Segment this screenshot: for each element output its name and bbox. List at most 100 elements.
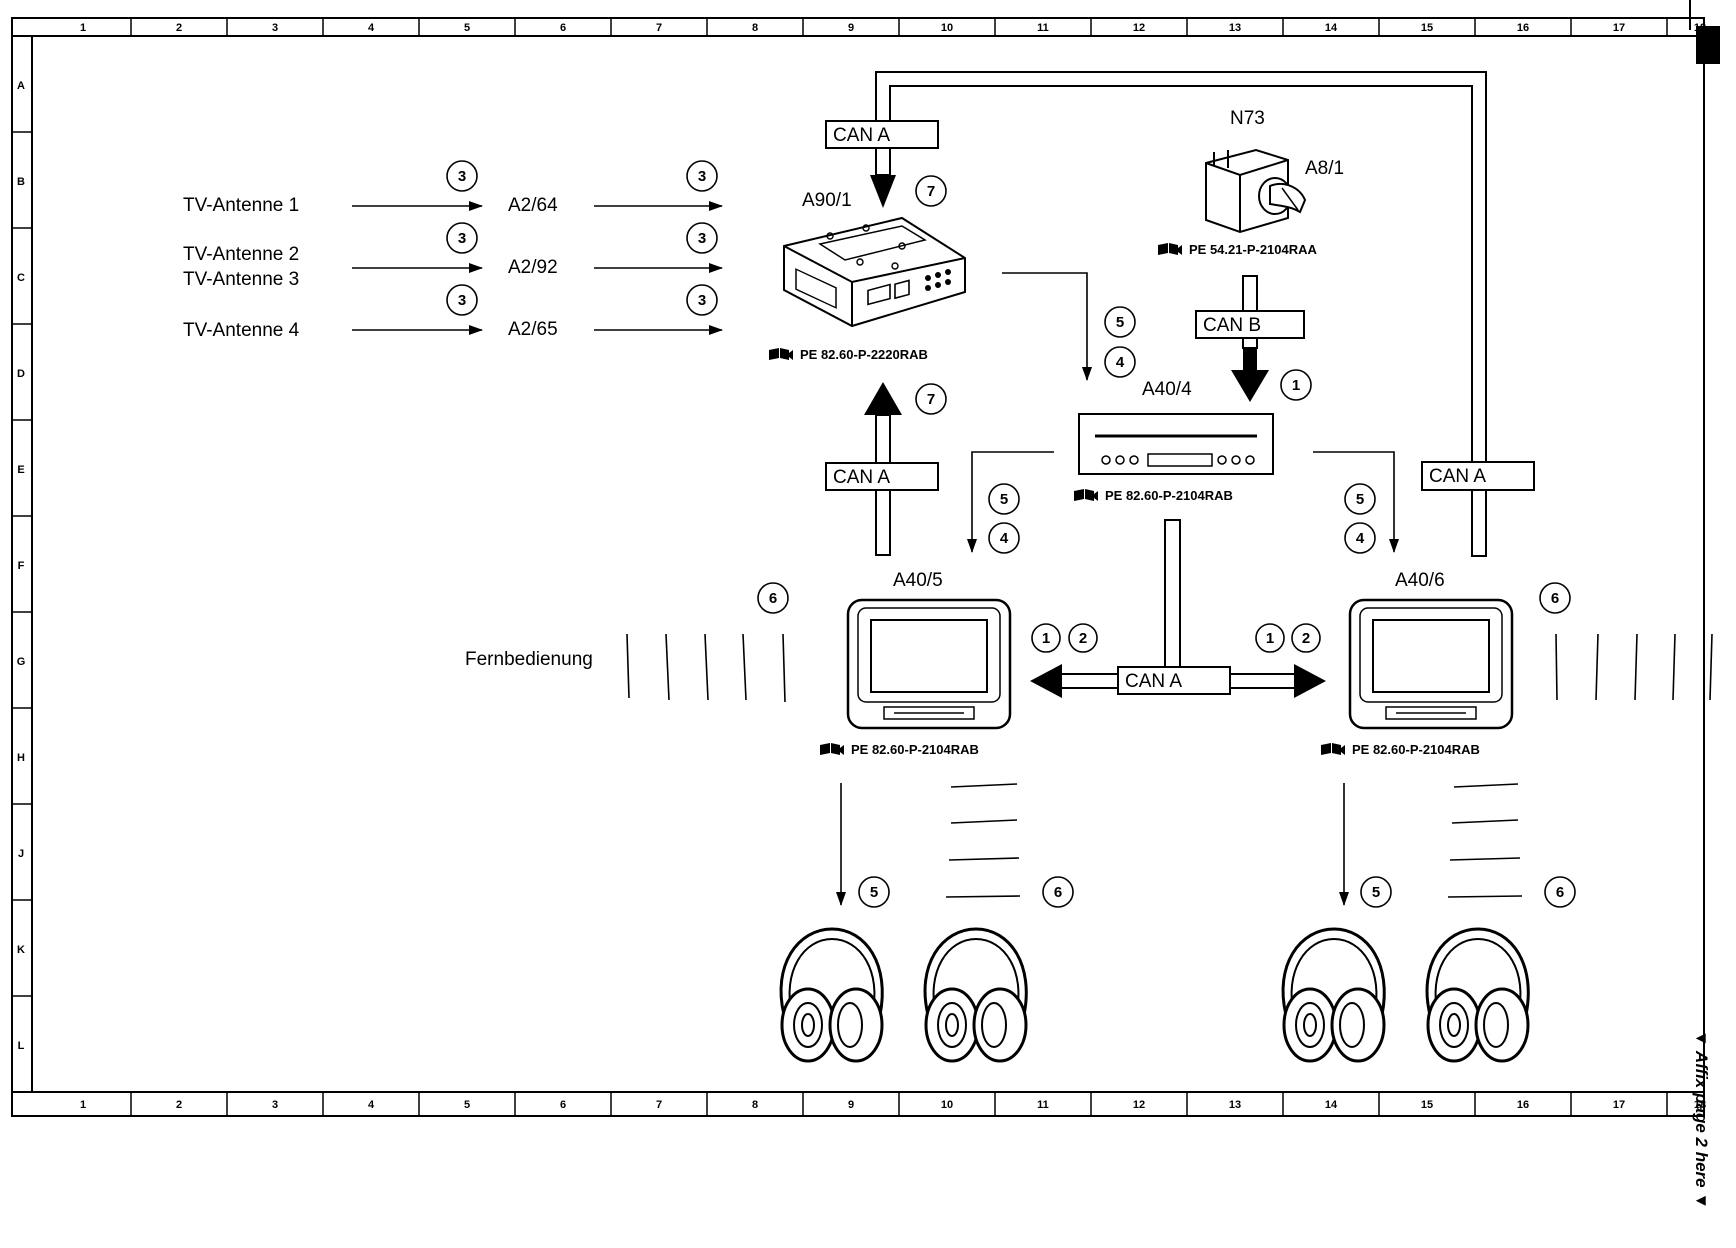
svg-text:2: 2 bbox=[1079, 630, 1087, 647]
can-a-label: CAN A bbox=[1429, 466, 1486, 487]
headphones-icon bbox=[1281, 927, 1386, 1063]
svg-text:7: 7 bbox=[927, 183, 935, 200]
can-a-top-bus: CAN A CAN A bbox=[825, 71, 1535, 557]
a404-dvd-player: A40/4 PE 82.60-P-2104RAB bbox=[1074, 379, 1274, 503]
row-label: H bbox=[17, 752, 25, 764]
marker-6: 6 bbox=[1042, 876, 1074, 908]
row-label: B bbox=[17, 176, 25, 188]
marker-5: 5 bbox=[1104, 306, 1136, 338]
n73-reference: PE 54.21-P-2104RAA bbox=[1189, 242, 1318, 257]
svg-text:6: 6 bbox=[1054, 884, 1062, 901]
svg-text:5: 5 bbox=[1116, 314, 1124, 331]
marker-2: 2 bbox=[1291, 623, 1321, 653]
col-label: 13 bbox=[1229, 1099, 1241, 1111]
marker-3: 3 bbox=[686, 160, 718, 192]
a404-label: A40/4 bbox=[1142, 379, 1192, 400]
marker-3: 3 bbox=[686, 284, 718, 316]
col-label: 14 bbox=[1325, 22, 1338, 34]
can-a-label: CAN A bbox=[833, 125, 890, 146]
col-label: 11 bbox=[1037, 22, 1049, 34]
marker-6: 6 bbox=[1539, 582, 1571, 614]
row-label: G bbox=[17, 656, 26, 668]
col-label: 15 bbox=[1421, 1099, 1433, 1111]
a406-reference: PE 82.60-P-2104RAB bbox=[1352, 742, 1480, 757]
col-label: 1 bbox=[80, 22, 86, 34]
n73-label: N73 bbox=[1230, 108, 1265, 129]
a81-label: A8/1 bbox=[1305, 158, 1344, 179]
svg-text:1: 1 bbox=[1292, 377, 1300, 394]
amplifier-a264-label: A2/64 bbox=[508, 195, 558, 216]
svg-text:3: 3 bbox=[458, 168, 466, 185]
remote-label: Fernbedienung bbox=[465, 649, 593, 670]
antenna-1-label: TV-Antenne 1 bbox=[183, 195, 299, 216]
can-a-up-bus: CAN A 7 bbox=[825, 382, 947, 556]
row-label: K bbox=[17, 944, 25, 956]
n73-ignition: N73 A8/1 PE 54.21-P-2104RAA bbox=[1158, 108, 1344, 257]
headphones-icon bbox=[923, 927, 1028, 1063]
row-label: A bbox=[17, 80, 25, 92]
col-label: 8 bbox=[752, 1099, 758, 1111]
marker-3: 3 bbox=[446, 284, 478, 316]
col-label: 8 bbox=[752, 22, 758, 34]
col-label: 16 bbox=[1517, 22, 1529, 34]
marker-1: 1 bbox=[1280, 369, 1312, 401]
marker-7: 7 bbox=[915, 175, 947, 207]
marker-6: 6 bbox=[1544, 876, 1576, 908]
a90-to-a404-signal: 5 4 bbox=[1002, 272, 1136, 381]
can-b-bus: CAN B 1 bbox=[1195, 275, 1312, 402]
col-label: 5 bbox=[464, 1099, 470, 1111]
col-label: 13 bbox=[1229, 22, 1241, 34]
col-label: 9 bbox=[848, 1099, 854, 1111]
marker-5: 5 bbox=[858, 876, 890, 908]
col-label: 9 bbox=[848, 22, 854, 34]
a90-label: A90/1 bbox=[802, 190, 852, 211]
headphone-links-right: 5 6 bbox=[1339, 783, 1576, 908]
row-label: L bbox=[18, 1040, 25, 1052]
marker-7: 7 bbox=[915, 383, 947, 415]
col-label: 7 bbox=[656, 1099, 662, 1111]
marker-3: 3 bbox=[446, 222, 478, 254]
svg-text:5: 5 bbox=[870, 884, 878, 901]
headphone-links-left: 5 6 bbox=[836, 783, 1074, 908]
col-label: 18 bbox=[1694, 1099, 1706, 1111]
antenna-4-label: TV-Antenne 4 bbox=[183, 320, 300, 341]
col-label: 17 bbox=[1613, 1099, 1625, 1111]
affix-page-note: ▼ Affix page 2 here ▼ bbox=[1692, 1030, 1711, 1209]
svg-text:6: 6 bbox=[1551, 590, 1559, 607]
col-label: 5 bbox=[464, 22, 470, 34]
marker-2: 2 bbox=[1068, 623, 1098, 653]
a404-to-monitors-signal: 5 4 5 4 bbox=[967, 451, 1399, 554]
antenna-section: TV-Antenne 1 TV-Antenne 2 TV-Antenne 3 T… bbox=[183, 160, 723, 341]
marker-6: 6 bbox=[757, 582, 789, 614]
a405-monitor: A40/5 PE 82.60-P-2104RAB bbox=[820, 570, 1012, 757]
remote-control-ir: Fernbedienung 6 6 bbox=[465, 582, 1713, 703]
svg-text:4: 4 bbox=[1000, 530, 1009, 547]
svg-text:2: 2 bbox=[1302, 630, 1310, 647]
marker-1: 1 bbox=[1031, 623, 1061, 653]
col-label: 2 bbox=[176, 22, 182, 34]
svg-text:1: 1 bbox=[1266, 630, 1274, 647]
svg-text:4: 4 bbox=[1116, 354, 1125, 371]
a90-reference: PE 82.60-P-2220RAB bbox=[800, 347, 928, 362]
col-label: 10 bbox=[941, 22, 953, 34]
can-a-monitor-bus: CAN A 1 2 1 2 bbox=[1030, 519, 1326, 698]
svg-text:3: 3 bbox=[698, 230, 706, 247]
marker-3: 3 bbox=[686, 222, 718, 254]
headphones-icon bbox=[1425, 927, 1530, 1063]
marker-3: 3 bbox=[446, 160, 478, 192]
antenna-3-label: TV-Antenne 3 bbox=[183, 269, 299, 290]
row-label: C bbox=[17, 272, 25, 284]
a90-tuner: A90/1 7 PE 82.60-P-2220RAB bbox=[769, 175, 966, 362]
col-label: 3 bbox=[272, 22, 278, 34]
col-label: 18 bbox=[1694, 22, 1706, 34]
corner-mark bbox=[1689, 0, 1720, 64]
col-label: 3 bbox=[272, 1099, 278, 1111]
svg-text:5: 5 bbox=[1000, 491, 1008, 508]
column-labels-top: 1 2 3 4 5 6 7 8 9 10 11 12 13 14 15 16 1… bbox=[80, 22, 1706, 34]
svg-text:5: 5 bbox=[1356, 491, 1364, 508]
marker-5: 5 bbox=[1344, 483, 1376, 515]
row-label: F bbox=[18, 560, 25, 572]
svg-text:5: 5 bbox=[1372, 884, 1380, 901]
row-label: D bbox=[17, 368, 25, 380]
